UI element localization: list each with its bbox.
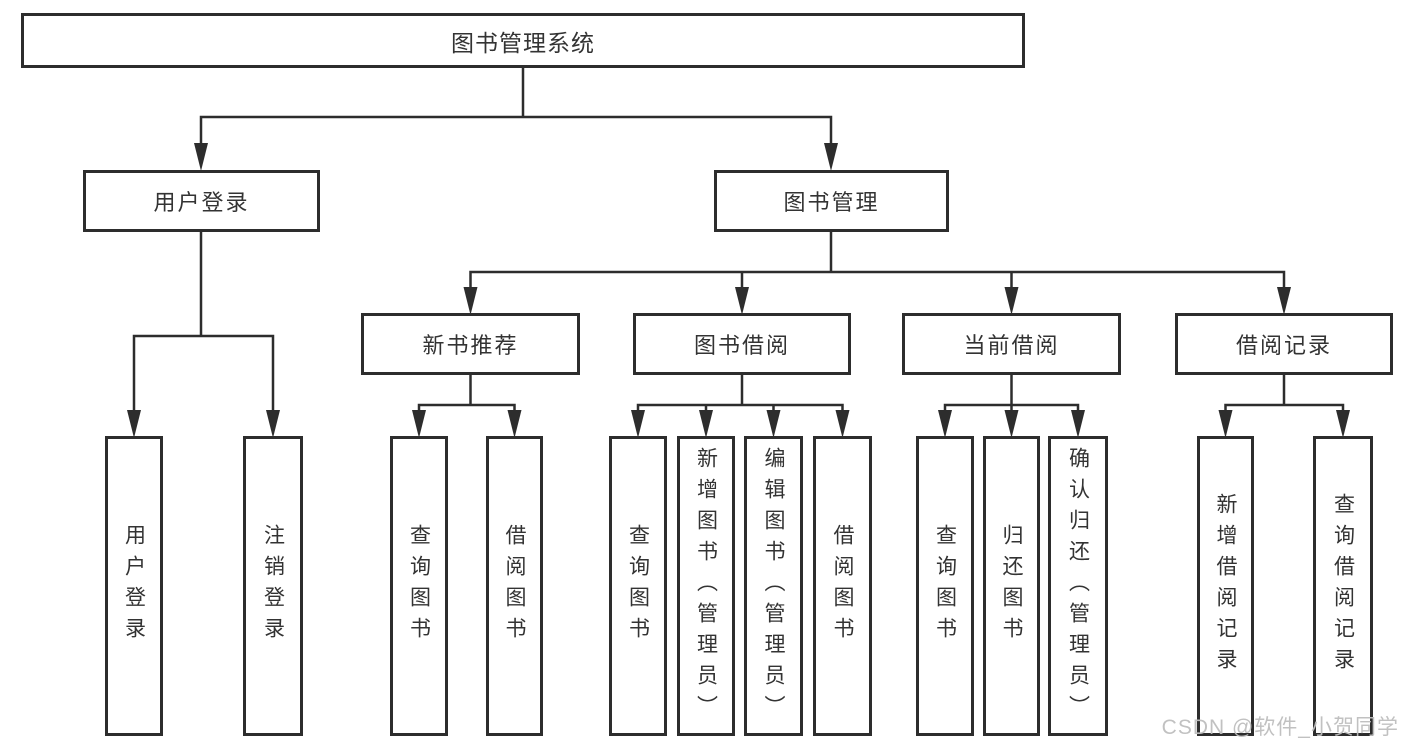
leaf-confirm-return-admin-label: 确认归还（管理员）	[1066, 446, 1090, 726]
leaf-query-books-2-label: 查询图书	[626, 524, 650, 648]
leaf-query-books-3-label: 查询图书	[933, 524, 957, 648]
leaf-confirm-return-admin: 确认归还（管理员）	[1048, 436, 1108, 736]
node-book-borrow: 图书借阅	[633, 313, 851, 375]
node-book-borrow-label: 图书借阅	[693, 333, 790, 358]
leaf-borrow-books-2: 借阅图书	[813, 436, 872, 736]
leaf-logout: 注销登录	[243, 436, 303, 736]
leaf-add-borrow-record-label: 新增借阅记录	[1214, 493, 1237, 679]
leaf-add-books-admin-label: 新增图书（管理员）	[694, 446, 718, 726]
leaf-query-books-1: 查询图书	[390, 436, 448, 736]
leaf-borrow-books-1: 借阅图书	[486, 436, 543, 736]
node-user-login-label: 用户登录	[153, 190, 250, 215]
csdn-watermark: CSDN @软件_小贺同学	[1161, 716, 1399, 739]
leaf-add-borrow-record: 新增借阅记录	[1197, 436, 1254, 736]
leaf-return-books-label: 归还图书	[1000, 524, 1023, 648]
leaf-query-borrow-record-label: 查询借阅记录	[1331, 493, 1355, 679]
leaf-edit-books-admin-label: 编辑图书（管理员）	[762, 446, 785, 726]
node-root: 图书管理系统	[21, 13, 1025, 68]
node-user-login: 用户登录	[83, 170, 320, 232]
leaf-borrow-books-2-label: 借阅图书	[831, 524, 854, 648]
node-book-management-label: 图书管理	[783, 190, 880, 215]
node-current-borrow: 当前借阅	[902, 313, 1121, 375]
leaf-add-books-admin: 新增图书（管理员）	[677, 436, 735, 736]
leaf-logout-label: 注销登录	[261, 524, 285, 648]
leaf-user-login-label: 用户登录	[122, 524, 146, 648]
leaf-query-books-1-label: 查询图书	[407, 524, 431, 648]
leaf-borrow-books-1-label: 借阅图书	[503, 524, 526, 648]
leaf-query-borrow-record: 查询借阅记录	[1313, 436, 1373, 736]
node-new-book-recommend-label: 新书推荐	[422, 333, 519, 358]
node-new-book-recommend: 新书推荐	[361, 313, 580, 375]
node-root-label: 图书管理系统	[451, 29, 595, 56]
node-current-borrow-label: 当前借阅	[963, 333, 1060, 358]
leaf-return-books: 归还图书	[983, 436, 1040, 736]
leaf-query-books-3: 查询图书	[916, 436, 974, 736]
node-borrow-records-label: 借阅记录	[1235, 333, 1332, 358]
node-borrow-records: 借阅记录	[1175, 313, 1393, 375]
leaf-query-books-2: 查询图书	[609, 436, 667, 736]
leaf-user-login: 用户登录	[105, 436, 163, 736]
node-book-management: 图书管理	[714, 170, 949, 232]
leaf-edit-books-admin: 编辑图书（管理员）	[744, 436, 803, 736]
